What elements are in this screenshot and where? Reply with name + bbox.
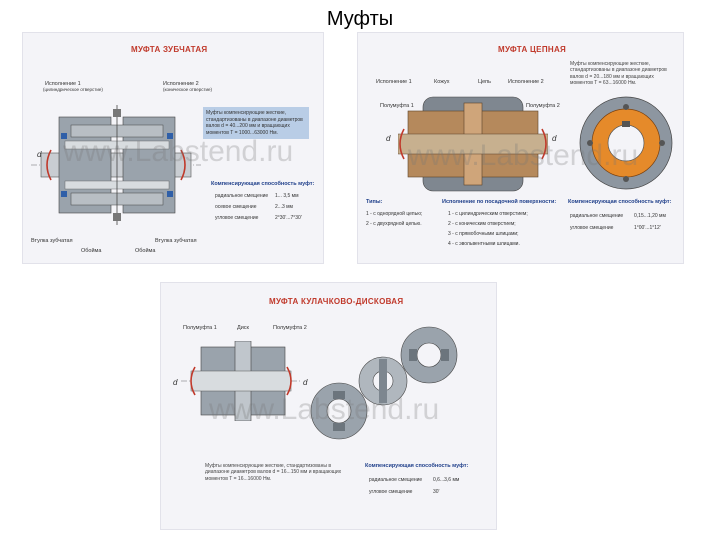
comp-row-value: 2...3 мм bbox=[275, 204, 293, 210]
exec2-sublabel: (коническое отверстие) bbox=[163, 87, 213, 92]
comp-header: Компенсирующая способность муфт: bbox=[211, 181, 315, 187]
chain-label: Цепь bbox=[478, 79, 491, 85]
slide-title: Муфты bbox=[326, 8, 394, 30]
diameter-label: d bbox=[173, 378, 178, 387]
half-right-label: Полумуфта 2 bbox=[526, 103, 560, 109]
panel-title: МУФТА КУЛАЧКОВО-ДИСКОВАЯ bbox=[269, 297, 404, 306]
comp-row-value: 0,6...3,6 мм bbox=[433, 477, 460, 483]
comp-header: Компенсирующая способность муфт: bbox=[365, 463, 469, 469]
comp-row-name: угловое смещение bbox=[215, 215, 259, 221]
chain-coupling-drawing bbox=[398, 96, 548, 192]
jaw-coupling-exploded bbox=[310, 326, 458, 440]
fit-item: 2 - с коническим отверстием; bbox=[448, 221, 516, 227]
fit-item: 1 - с цилиндрическим отверстием; bbox=[448, 211, 528, 217]
type-item: 2 - с двухрядной цепью. bbox=[366, 221, 422, 227]
fit-item: 4 - с эвольвентными шлицами. bbox=[448, 241, 520, 247]
watermark: www.Labstend.ru bbox=[408, 139, 639, 172]
exec1-label: Исполнение 1 bbox=[45, 81, 81, 87]
fit-header: Исполнение по посадочной поверхности: bbox=[442, 199, 557, 205]
comp-row-value: 2°30'...7°30' bbox=[275, 215, 302, 221]
panel-title: МУФТА ЗУБЧАТАЯ bbox=[131, 45, 208, 54]
chain-coupling-panel: МУФТА ЦЕПНАЯ Исполнение 1 Кожух Цепь Исп… bbox=[357, 32, 684, 264]
hub-right-label: Втулка зубчатая bbox=[155, 238, 197, 244]
casing-label: Кожух bbox=[434, 79, 450, 85]
chain-note: Муфты компенсирующие жесткие, стандартиз… bbox=[570, 61, 667, 86]
comp-row-value: 1°00'...1°12' bbox=[634, 225, 661, 231]
types-header: Типы: bbox=[366, 199, 383, 205]
comp-row-value: 1... 3,5 мм bbox=[275, 193, 299, 199]
gear-coupling-drawing bbox=[31, 105, 201, 225]
exec2-label: Исполнение 2 bbox=[163, 81, 199, 87]
exec2-label: Исполнение 2 bbox=[508, 79, 544, 85]
gear-note: Муфты компенсирующие жесткие, стандартиз… bbox=[203, 107, 309, 139]
half-left-label: Полумуфта 1 bbox=[380, 103, 414, 109]
panel-title: МУФТА ЦЕПНАЯ bbox=[498, 45, 567, 54]
comp-row-name: радиальное смещение bbox=[215, 193, 269, 199]
exec1-label: Исполнение 1 bbox=[376, 79, 412, 85]
watermark: www.Labstend.ru bbox=[209, 393, 440, 426]
type-item: 1 - с однорядной цепью; bbox=[366, 211, 423, 217]
diameter-label: d bbox=[552, 134, 557, 143]
half2-label: Полумуфта 2 bbox=[273, 325, 307, 331]
comp-row-name: угловое смещение bbox=[369, 489, 413, 495]
diameter-label: d bbox=[303, 378, 308, 387]
comp-row-name: радиальное смещение bbox=[369, 477, 423, 483]
fit-item: 3 - с прямобочными шлицами; bbox=[448, 231, 519, 237]
comp-row-name: угловое смещение bbox=[570, 225, 614, 231]
jaw-coupling-section bbox=[181, 341, 301, 421]
chain-end-view bbox=[579, 96, 673, 190]
comp-row-name: осевое смещение bbox=[215, 204, 257, 210]
comp-row-value: 0,15...1,20 мм bbox=[634, 213, 666, 219]
comp-row-value: 30' bbox=[433, 489, 440, 495]
diameter-label: d bbox=[386, 134, 391, 143]
comp-header: Компенсирующая способность муфт: bbox=[568, 199, 672, 205]
watermark: www.Labstend.ru bbox=[63, 135, 294, 168]
comp-row-name: радиальное смещение bbox=[570, 213, 624, 219]
hub-left-label: Втулка зубчатая bbox=[31, 238, 73, 244]
gear-coupling-panel: МУФТА ЗУБЧАТАЯ Исполнение 1 (цилиндричес… bbox=[22, 32, 324, 264]
jaw-disk-coupling-panel: МУФТА КУЛАЧКОВО-ДИСКОВАЯ Полумуфта 1 Дис… bbox=[160, 282, 497, 530]
disk-label: Диск bbox=[237, 325, 249, 331]
cage-left-label: Обойма bbox=[81, 248, 102, 254]
exec1-sublabel: (цилиндрическое отверстие) bbox=[43, 87, 103, 92]
jaw-note: Муфты компенсирующие жесткие, стандартиз… bbox=[205, 463, 342, 482]
diameter-label: d bbox=[37, 150, 42, 159]
cage-right-label: Обойма bbox=[135, 248, 156, 254]
half1-label: Полумуфта 1 bbox=[183, 325, 217, 331]
